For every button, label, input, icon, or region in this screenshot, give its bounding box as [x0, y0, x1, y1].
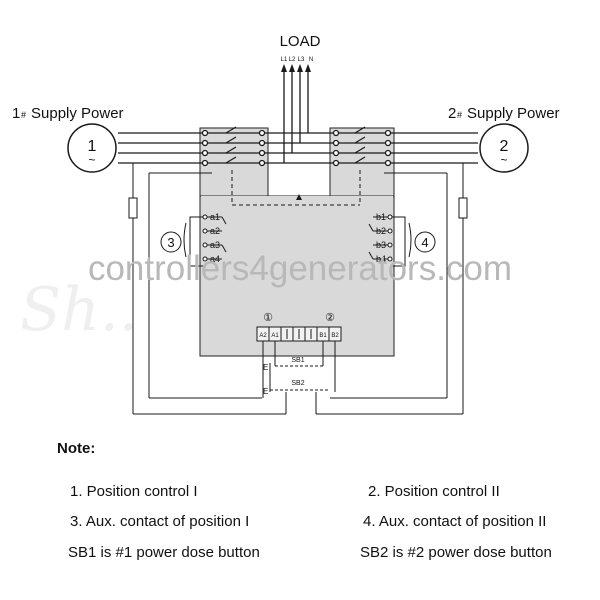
generator-1-label: 1	[88, 138, 97, 155]
generator-2: 2 ~	[479, 123, 529, 173]
aux-label-a1: a1	[210, 212, 220, 222]
sb2-label: SB2	[291, 380, 304, 387]
aux-label-a3: a3	[210, 240, 220, 250]
generator-2-label: 2	[500, 138, 509, 155]
note-item-3: 3. Aux. contact of position I	[70, 513, 250, 530]
aux-label-b4: b4	[376, 254, 386, 264]
svg-text:#: #	[457, 110, 462, 120]
supply-2-title: 2 # Supply Power	[448, 105, 560, 122]
svg-text:Supply Power: Supply Power	[31, 105, 124, 122]
generator-1-symbol-icon	[67, 123, 117, 173]
sb2-mark: E	[263, 387, 268, 396]
note-item-4: 4. Aux. contact of position II	[363, 513, 547, 530]
terminal-b1: B1	[319, 333, 327, 339]
sb1-mark: E	[263, 363, 268, 372]
contact-symbols	[201, 129, 392, 167]
aux-label-b2: b2	[376, 226, 386, 236]
wiring-diagram: Sh.. LOAD L1 L2 L3 N	[12, 33, 560, 415]
aux-contacts-right	[368, 216, 412, 267]
terminal-b2: B2	[331, 333, 339, 339]
aux-label-a4: a4	[210, 254, 220, 264]
fuse-right-icon	[458, 197, 468, 219]
load-phase-l2: L2	[289, 57, 296, 63]
generator-2-symbol-icon	[479, 123, 529, 173]
generator-1-tilde: ~	[88, 153, 95, 167]
group-3-circle-icon	[160, 231, 182, 253]
watermark-script: Sh..	[20, 275, 138, 345]
load-label: LOAD	[280, 33, 321, 50]
generator-2-tilde: ~	[500, 153, 507, 167]
terminal-marker-2: ②	[325, 312, 335, 324]
svg-text:#: #	[21, 110, 26, 120]
mechanical-linkage	[231, 170, 361, 206]
generator-1: 1 ~	[67, 123, 117, 173]
group-4-label: 4	[421, 235, 428, 250]
supply-bus-lines	[118, 132, 478, 164]
svg-text:1: 1	[12, 105, 20, 122]
aux-label-b1: b1	[376, 212, 386, 222]
note-title: Note:	[57, 440, 96, 457]
svg-text:2: 2	[448, 105, 456, 122]
note-item-1: 1. Position control I	[70, 483, 198, 500]
load-phase-l1: L1	[281, 57, 288, 63]
svg-text:Supply Power: Supply Power	[467, 105, 560, 122]
fuse-left-icon	[128, 197, 138, 219]
pushbuttons	[262, 341, 336, 398]
terminal-a2: A2	[259, 333, 267, 339]
load-phase-l3: L3	[298, 57, 305, 63]
note-item-2: 2. Position control II	[368, 483, 500, 500]
sb1-label: SB1	[291, 357, 304, 364]
supply-1-title: 1 # Supply Power	[12, 105, 124, 122]
interlock-arrow-icon	[296, 194, 302, 200]
aux-label-a2: a2	[210, 226, 220, 236]
load-phase-n: N	[309, 57, 313, 63]
group-4-circle-icon	[414, 231, 436, 253]
terminal-marker-1: ①	[263, 312, 273, 324]
terminal-a1: A1	[271, 333, 279, 339]
note-item-5: SB1 is #1 power dose button	[68, 544, 260, 561]
note-item-6: SB2 is #2 power dose button	[360, 544, 552, 561]
aux-label-b3: b3	[376, 240, 386, 250]
group-3-label: 3	[167, 235, 174, 250]
load-lines	[283, 70, 309, 163]
control-wiring	[132, 163, 464, 415]
aux-contacts-left	[183, 216, 227, 267]
watermark-text: controllers4generators.com	[88, 249, 512, 288]
